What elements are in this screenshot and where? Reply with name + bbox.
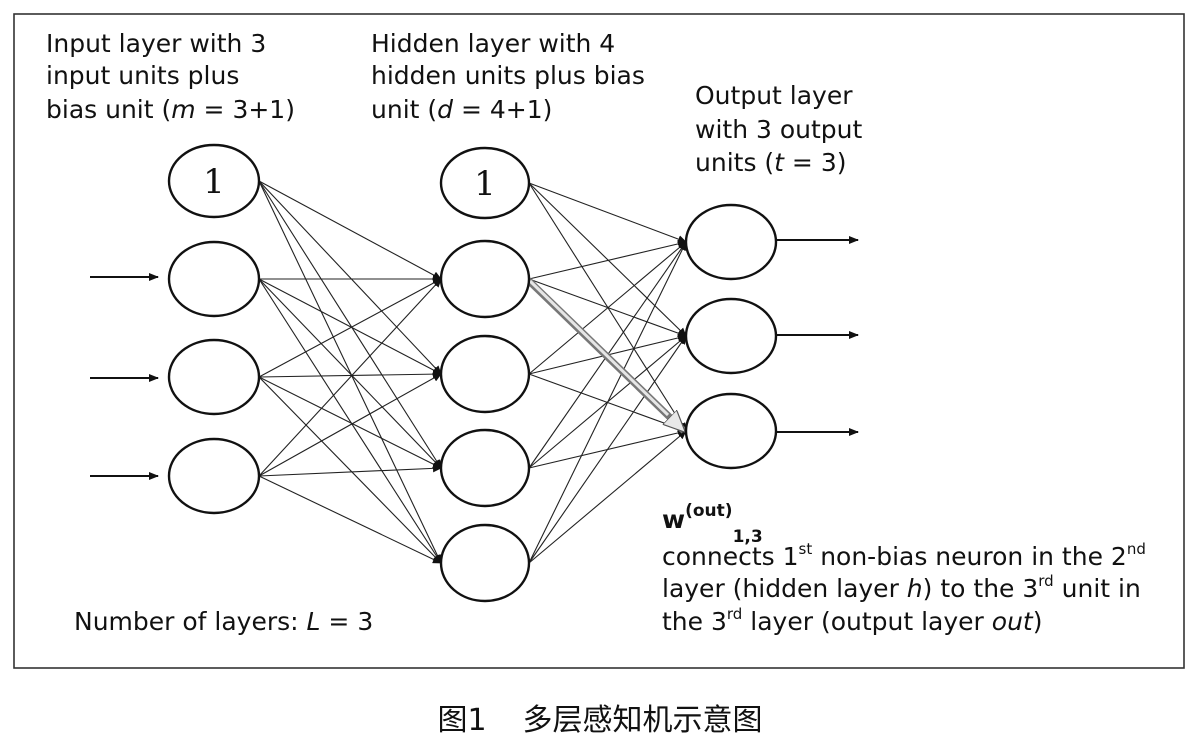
hidden-layer-var-d: d [437,95,453,124]
note3-a: the 3 [662,607,727,636]
connection-input3-hidden3 [258,464,442,477]
hidden-bias-label: 1 [474,164,496,204]
note2-b: ) to the 3 [923,574,1039,603]
hidden-layer-label: Hidden layer with 4 hidden units plus bi… [371,29,653,124]
input-layer-label: Input layer with 3 input units plus bias… [46,29,295,124]
weight-subscript: 1,3 [733,527,763,547]
note3-var-out: out [992,607,1034,636]
connection-input2-hidden4 [258,376,442,564]
highlighted-weight-arrow-core [528,279,670,417]
input-layer-label-line2: input units plus [46,61,239,90]
connection-input1-hidden4 [258,278,442,564]
weight-note-line1: connects 1st non-bias neuron in the 2nd [662,540,1146,571]
layers-count-suffix: = 3 [320,607,373,636]
input-layer-label-line1: Input layer with 3 [46,29,266,58]
input-layer: 1 [167,143,261,515]
connection-hidden0-output2 [528,182,687,337]
output-layer-label-line3a: units ( [695,148,774,177]
note2-c: unit in [1054,574,1141,603]
figure-number: 图1 [437,703,487,738]
input-layer-var-m: m [171,95,195,124]
connection-input0-hidden3 [258,180,442,469]
output-layer-label-line3b: = 3) [784,148,847,177]
output-neuron-3 [684,392,778,470]
hidden-layer-label-line2: hidden units plus bias [371,61,645,90]
note3-sup-rd: rd [727,605,742,623]
input-layer-label-line3a: bias unit ( [46,95,171,124]
connection-input1-hidden3 [258,278,442,469]
input-bias-label: 1 [203,162,225,202]
input-neuron-2 [167,338,261,416]
layers-count-var-L: L [307,607,321,636]
figure-caption: 图1 多层感知机示意图 [0,695,1200,739]
connection-input3-hidden2 [258,373,442,477]
hidden-layer-label-line3b: = 4+1) [453,95,552,124]
note1-b: non-bias neuron in the 2 [812,542,1127,571]
figure-title: 多层感知机示意图 [522,703,763,738]
weight-superscript: (out) [685,501,732,521]
note1-sup-st: st [799,540,813,558]
output-layer [684,203,778,470]
weight-symbol: w(out)1,3 [662,501,763,547]
connection-input2-hidden1 [258,278,442,378]
note2-a: layer (hidden layer [662,574,907,603]
connection-hidden4-output1 [528,241,687,564]
input-bias-neuron [167,143,261,219]
output-neuron-1 [684,203,778,281]
note3-c: ) [1033,607,1043,636]
hidden-layer-label-line1: Hidden layer with 4 [371,29,615,58]
diagram-frame [13,13,1185,669]
input-layer-label-line3b: = 3+1) [196,95,295,124]
connection-input0-hidden1 [258,180,442,280]
connection-input3-hidden4 [258,475,442,564]
hidden-layer: 1 [439,146,531,603]
connection-input0-hidden2 [258,180,442,375]
note1-sup-nd: nd [1127,540,1146,558]
hidden-layer-label-line3a: unit ( [371,95,437,124]
hidden-neuron-2 [439,334,531,414]
weight-note-line2: layer (hidden layer h) to the 3rd unit i… [662,572,1141,603]
weight-note-line3: the 3rd layer (output layer out) [662,605,1043,636]
connection-input1-hidden2 [258,278,442,375]
output-layer-label-line1: Output layer [695,81,853,110]
hidden-neuron-4 [439,523,531,603]
hidden-neuron-1 [439,239,531,319]
connection-hidden4-output2 [528,335,687,564]
hidden-bias-neuron [439,146,531,220]
connection-hidden4-output3 [528,430,687,564]
input-neuron-1 [167,240,261,318]
note2-sup-rd: rd [1038,572,1053,590]
connection-input0-hidden4 [258,180,442,564]
output-neuron-2 [684,297,778,375]
output-layer-var-t: t [774,148,785,177]
note2-var-h: h [907,574,923,603]
connection-hidden1-output1 [528,239,687,280]
weight-w: w [662,505,685,534]
weight-annotation: w(out)1,3 connects 1st non-bias neuron i… [662,501,1146,636]
output-layer-label: Output layer with 3 output units (t = 3) [695,81,870,177]
output-layer-label-line2: with 3 output [695,115,862,144]
connection-input2-hidden2 [258,370,442,379]
connection-hidden0-output1 [528,182,687,243]
connection-input3-hidden1 [258,278,442,477]
layers-count-label: Number of layers: L = 3 [74,607,373,636]
note1-a: connects 1 [662,542,799,571]
hidden-neuron-3 [439,428,531,508]
connection-hidden2-output1 [528,241,687,375]
connection-input2-hidden3 [258,376,442,469]
input-neuron-3 [167,437,261,515]
layers-count-prefix: Number of layers: [74,607,307,636]
note3-b: layer (output layer [742,607,991,636]
